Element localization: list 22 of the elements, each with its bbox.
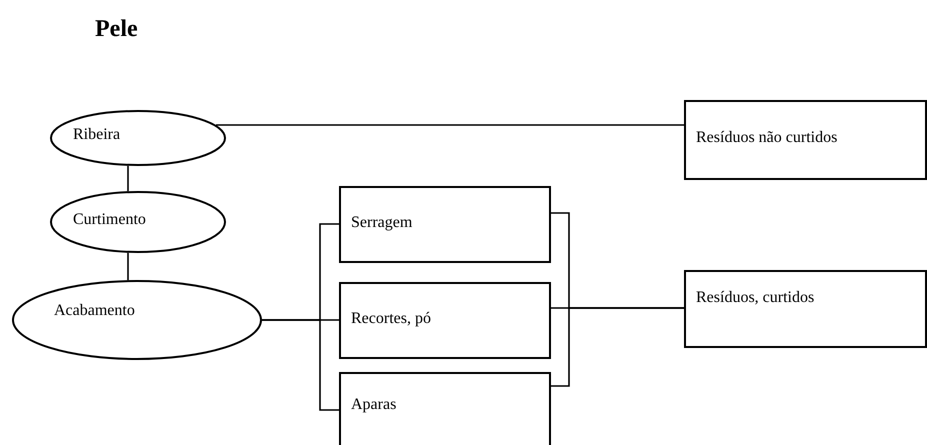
node-label: Resíduos, curtidos xyxy=(696,289,814,307)
waste-box xyxy=(684,270,927,348)
waste-box xyxy=(339,186,551,263)
node-label: Recortes, pó xyxy=(351,310,431,328)
node-label: Acabamento xyxy=(54,302,135,320)
node-label: Resíduos não curtidos xyxy=(696,129,838,147)
node-label: Curtimento xyxy=(73,211,146,229)
waste-box xyxy=(339,282,551,359)
connector-line xyxy=(127,166,129,192)
connector-line xyxy=(216,124,684,126)
connector-line xyxy=(262,319,339,411)
process-ellipse xyxy=(12,280,262,360)
node-label: Ribeira xyxy=(73,126,120,144)
node-label: Aparas xyxy=(351,396,396,414)
diagram-title: Pele xyxy=(95,16,138,43)
process-ellipse xyxy=(50,110,226,166)
node-label: Serragem xyxy=(351,214,412,232)
waste-box xyxy=(339,372,551,445)
connector-line xyxy=(551,307,684,387)
process-ellipse xyxy=(50,191,226,253)
connector-line xyxy=(127,252,129,280)
waste-box xyxy=(684,100,927,180)
